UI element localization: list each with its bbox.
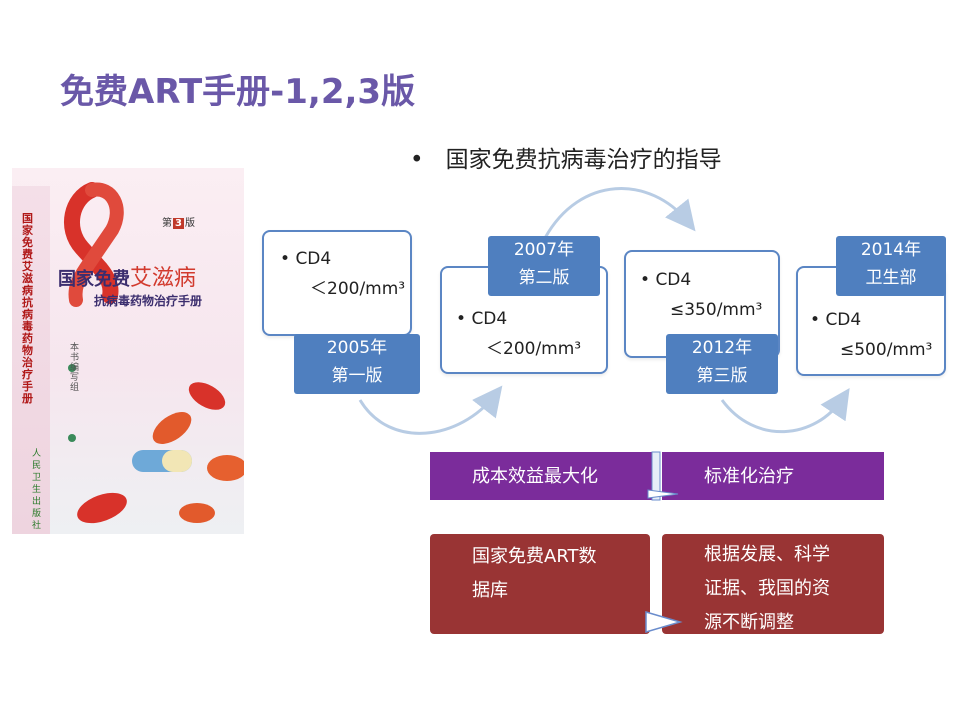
bullet: • (410, 147, 424, 173)
book-subtitle: 抗病毒药物治疗手册 (94, 294, 203, 308)
edition-label-2007: 2007年 第二版 (488, 236, 600, 296)
purple-bar-left: 成本效益最大化 (430, 452, 654, 500)
arc-arrow-2 (543, 187, 696, 239)
book-publisher: 人民卫生出版社 (32, 449, 42, 531)
cd4-text-2014: • CD4 ≤500/mm³ (810, 310, 933, 360)
pill-icon (152, 412, 192, 444)
book-author: 本书编写组 (70, 343, 80, 393)
cd4-text-2007: • CD4 ＜200/mm³ (456, 309, 582, 359)
slide-title: 免费ART手册-1,2,3版 (60, 72, 416, 112)
red-connector-icon (645, 610, 683, 634)
subtitle: • 国家免费抗病毒治疗的指导 (410, 140, 722, 174)
edition-label-2005: 2005年 第一版 (294, 334, 420, 394)
edition-label-2012: 2012年 第三版 (666, 334, 778, 394)
red-box-right: 根据发展、科学 证据、我国的资 源不断调整 (662, 534, 884, 634)
edition-label-2014: 2014年 卫生部 (836, 236, 946, 296)
book-artwork (64, 182, 244, 524)
book-spine-text: 国家免费艾滋病抗病毒药物治疗手册 (22, 212, 33, 405)
subtitle-text: 国家免费抗病毒治疗的指导 (445, 147, 722, 173)
purple-bar-right: 标准化治疗 (662, 452, 884, 500)
cd4-text-2012: • CD4 ≤350/mm³ (640, 270, 763, 320)
red-box-left: 国家免费ART数 据库 (430, 534, 650, 634)
ribbon-icon (64, 182, 119, 304)
book-spine (12, 186, 50, 534)
cd4-text-2005: • CD4 ＜200/mm³ (280, 249, 406, 299)
arc-arrow-1 (358, 385, 503, 435)
purple-connector-icon (647, 451, 679, 501)
book-title: 国家免费艾滋病 (58, 266, 197, 291)
arc-arrow-3 (720, 388, 850, 434)
